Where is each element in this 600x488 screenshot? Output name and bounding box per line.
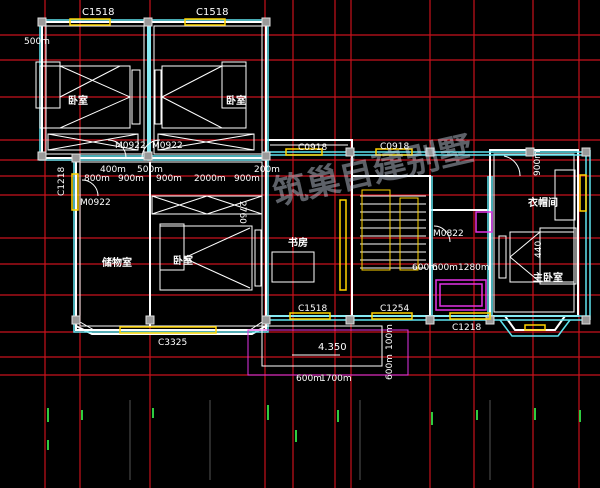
dim-900-right: 900m bbox=[533, 150, 543, 176]
door-swings bbox=[81, 139, 521, 243]
door-labels: M0922 M0922 M0922 M0822 bbox=[80, 141, 464, 239]
dim-500-top: 500m bbox=[24, 37, 50, 47]
dim-500-mid: 500m bbox=[137, 165, 163, 175]
dim-1700-bottom: 1700m bbox=[320, 374, 352, 384]
bathroom-fixtures bbox=[435, 211, 493, 311]
stair-extension bbox=[247, 189, 419, 376]
dim-600-b: 600m bbox=[432, 263, 458, 273]
dim-900-a: 900m bbox=[118, 174, 144, 184]
dim-2760: 2760 bbox=[237, 201, 247, 224]
window-labels: C1518 C1518 C0918 C0918 C1218 C1518 C125… bbox=[57, 7, 481, 348]
dim-1280: 1280m bbox=[458, 263, 490, 273]
window-label-c1518a: C1518 bbox=[82, 7, 114, 18]
door-label-m0922c: M0922 bbox=[80, 198, 111, 208]
door-label-m0922b: M0922 bbox=[152, 141, 183, 151]
dim-600-vertical: 600m bbox=[385, 354, 395, 380]
window-label-c3325: C3325 bbox=[158, 338, 187, 348]
window-label-c1518c: C1518 bbox=[298, 304, 327, 314]
room-label-bedroom-3: 卧室 bbox=[173, 254, 193, 267]
dimension-labels: 500m 400m 800m 900m 500m 900m 2000m 900m… bbox=[24, 37, 544, 384]
furniture bbox=[35, 61, 577, 291]
window-label-c0918b: C0918 bbox=[380, 142, 409, 152]
room-label-bedroom-1: 卧室 bbox=[68, 94, 88, 107]
window-label-c1218b: C1218 bbox=[452, 323, 481, 333]
window-label-c1518b: C1518 bbox=[196, 7, 228, 18]
window-label-c1218a: C1218 bbox=[57, 167, 67, 196]
dim-200: 200m bbox=[254, 165, 280, 175]
room-label-bedroom-2: 卧室 bbox=[226, 94, 246, 107]
room-label-master: 主卧室 bbox=[533, 271, 563, 284]
level-mark: 4.350 bbox=[318, 342, 347, 353]
room-labels: 卧室 卧室 卧室 储物室 书房 衣帽间 主卧室 bbox=[68, 94, 563, 284]
room-label-cloakroom: 衣帽间 bbox=[528, 196, 558, 209]
room-label-storage: 储物室 bbox=[101, 256, 132, 269]
door-label-m0922a: M0922 bbox=[115, 141, 146, 151]
window-marks bbox=[69, 18, 587, 334]
columns bbox=[37, 17, 591, 325]
dim-400: 400m bbox=[100, 165, 126, 175]
window-label-c0918a: C0918 bbox=[298, 143, 327, 153]
door-label-m0822: M0822 bbox=[433, 229, 464, 239]
dim-2000: 2000m bbox=[194, 174, 226, 184]
dim-800: 800m bbox=[84, 174, 110, 184]
dim-900-b: 900m bbox=[156, 174, 182, 184]
dim-600-bottom: 600m bbox=[296, 374, 322, 384]
dim-100-vertical: 100m bbox=[385, 324, 395, 350]
dim-900-c: 900m bbox=[234, 174, 260, 184]
room-label-study: 书房 bbox=[288, 236, 308, 249]
window-label-c1254: C1254 bbox=[380, 304, 409, 314]
dim-440-right: 440 bbox=[534, 241, 544, 258]
dim-600-a: 600m bbox=[412, 263, 438, 273]
bottom-ticks bbox=[47, 400, 581, 480]
